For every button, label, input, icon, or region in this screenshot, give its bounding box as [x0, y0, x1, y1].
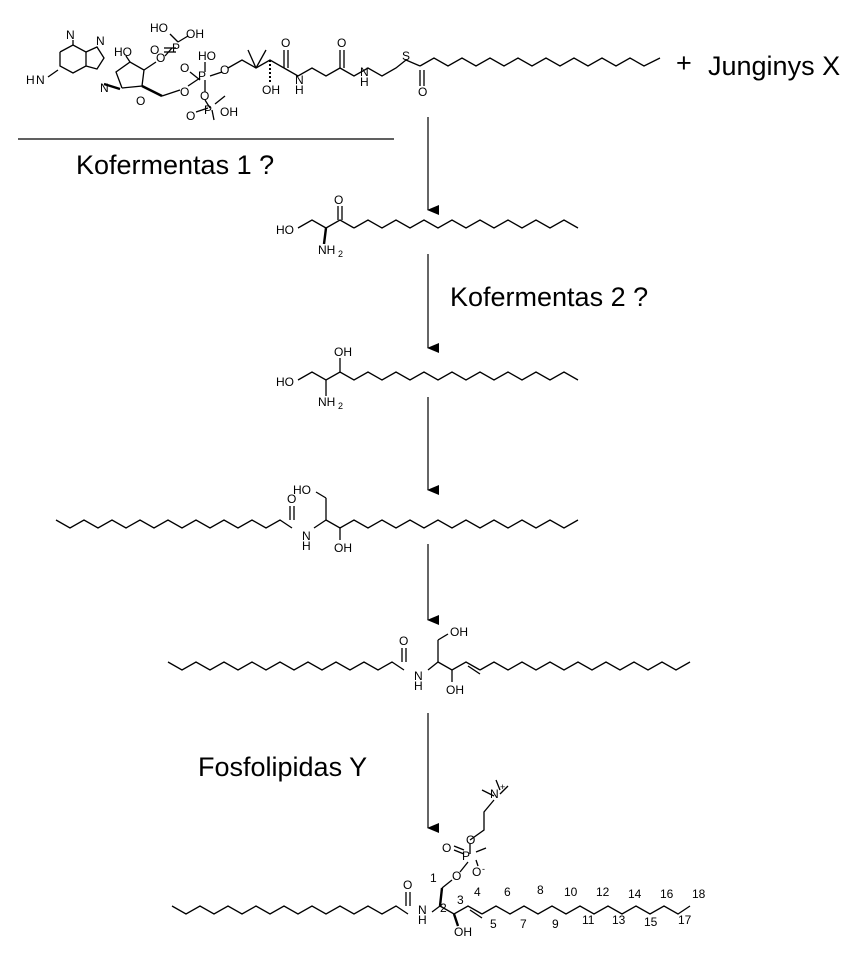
atom-plus: + [500, 782, 505, 792]
dihydroceramide-molecule [55, 491, 579, 540]
atom-n: N [302, 529, 311, 543]
atom-s: S [402, 49, 410, 63]
atom-oh: OH [446, 683, 464, 697]
carbon-number: 2 [440, 901, 447, 915]
carbon-number: 13 [612, 913, 626, 927]
atom-o: O [403, 878, 412, 892]
atom-p: P [462, 849, 470, 863]
carbon-number: 11 [582, 913, 595, 927]
atom-ho: HO [150, 21, 168, 35]
atom-nh2: NH [318, 243, 335, 257]
atom-ho: HO [293, 483, 311, 497]
carbon-number: 9 [552, 917, 559, 931]
ketosphinganine-atoms: HO O NH 2 [276, 193, 343, 259]
atom-h: H [418, 913, 427, 927]
carbon-number: 17 [678, 913, 692, 927]
atom-oh: OH [220, 105, 238, 119]
atom-ho: HO [114, 45, 132, 59]
carbon-number: 10 [564, 885, 578, 899]
atom-o: O [399, 634, 408, 648]
atom-o: O [334, 193, 343, 207]
atom-h: H [302, 539, 311, 553]
sphinganine-molecule [297, 358, 579, 396]
carbon-numbering: 1 2 3 4 5 6 7 8 9 10 11 12 13 14 15 16 1… [430, 871, 706, 931]
ceramide-atoms: O OH N H OH [399, 625, 468, 697]
atom-o: O [466, 833, 475, 847]
atom-o: O [136, 94, 145, 108]
atom-o: O [220, 63, 229, 77]
atom-p: P [172, 41, 180, 55]
atom-nh2: NH [318, 395, 335, 409]
sphingomyelin-atoms: O N H O P O O O - N + OH [403, 782, 505, 939]
atom-o: O [287, 492, 296, 506]
atom-o: O [156, 51, 165, 65]
atom-oh: OH [450, 625, 468, 639]
carbon-number: 15 [644, 915, 658, 929]
atom-n: N [295, 73, 304, 87]
carbon-number: 8 [537, 883, 544, 897]
atom-sub2: 2 [338, 249, 343, 259]
atom-o: O [337, 36, 346, 50]
carbon-number: 3 [457, 893, 464, 907]
atom-n: N [36, 73, 45, 87]
atom-h: H [414, 679, 423, 693]
dihydroceramide-atoms: O HO N H OH [287, 483, 352, 555]
atom-n: N [100, 81, 109, 95]
atom-oh: OH [454, 925, 472, 939]
sphingomyelin-molecule [171, 779, 691, 927]
atom-o: O [180, 85, 189, 99]
atom-oh: OH [334, 541, 352, 555]
atom-ho: HO [198, 49, 216, 63]
atom-h: H [295, 83, 304, 97]
atom-p: P [204, 103, 212, 117]
carbon-number: 18 [692, 887, 706, 901]
atom-o: O [452, 869, 461, 883]
atom-ho: HO [276, 375, 294, 389]
atom-o: O [200, 89, 209, 103]
carbon-number: 5 [490, 917, 497, 931]
plus-sign: + [676, 48, 692, 78]
atom-oh: OH [262, 83, 280, 97]
atom-minus: - [482, 864, 485, 874]
atom-n: N [360, 65, 369, 79]
atom-o: O [180, 61, 189, 75]
atom-o: O [418, 85, 427, 99]
carbon-number: 16 [660, 887, 674, 901]
carbon-number: 14 [628, 887, 642, 901]
carbon-number: 6 [504, 885, 511, 899]
atom-sub2: 2 [338, 401, 343, 411]
atom-ho: HO [276, 223, 294, 237]
carbon-number: 12 [596, 885, 610, 899]
atom-n: N [96, 34, 105, 48]
atom-o: O [150, 43, 159, 57]
atom-ominus: O [472, 865, 481, 879]
carbon-number: 1 [430, 871, 437, 885]
atom-o: O [186, 109, 195, 123]
atom-h: H [360, 75, 369, 89]
carbon-number: 7 [520, 917, 527, 931]
atom-oh: OH [186, 27, 204, 41]
atom-nplus: N [490, 787, 499, 801]
atom-n: N [414, 669, 423, 683]
atom-p: P [198, 69, 206, 83]
carbon-number: 4 [474, 885, 481, 899]
acyl-coa-atoms: N H N N N HO O O O P HO OH O P O HO O O … [26, 21, 427, 123]
phospholipid-y-label: Fosfolipidas Y [198, 752, 368, 782]
ceramide-molecule [167, 633, 691, 682]
atom-o: O [442, 841, 451, 855]
atom-o: O [281, 36, 290, 50]
coenzyme-2-label: Kofermentas 2 ? [450, 282, 649, 312]
coenzyme-1-label: Kofermentas 1 ? [76, 150, 275, 180]
acyl-coa-molecule [47, 33, 661, 121]
atom-n: N [66, 28, 75, 42]
atom-h2n: H [26, 73, 35, 87]
sphinganine-atoms: HO OH NH 2 [276, 345, 352, 411]
ketosphinganine-molecule [297, 206, 579, 245]
atom-n: N [418, 903, 427, 917]
atom-oh: OH [334, 345, 352, 359]
compound-x-label: Junginys X [708, 51, 841, 81]
